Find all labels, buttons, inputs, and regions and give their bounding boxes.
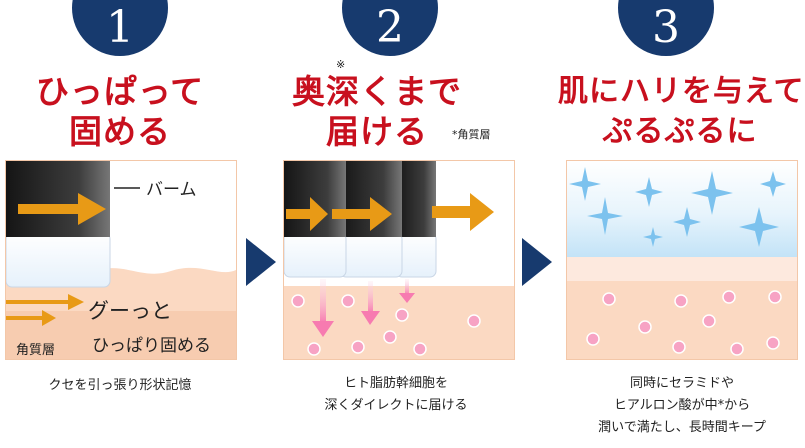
- step-2-caption: ヒト脂肪幹細胞を 深くダイレクトに届ける: [324, 376, 468, 413]
- chevron-right-icon: [522, 238, 552, 286]
- step-2-illustration: [283, 160, 515, 360]
- step-1-illustration: バーム グーっと ひっぱり固める 角質層: [5, 160, 237, 360]
- right-arrow-icon: [332, 197, 392, 231]
- step-number-badge-3: 3: [618, 0, 714, 56]
- sparkle-icon: [569, 167, 786, 247]
- step-1-headline: ひっぱって 固める: [35, 72, 205, 151]
- chevron-right-icon: [246, 238, 276, 286]
- right-arrow-icon: [6, 310, 56, 326]
- step-1-caption: クセを引っ張り形状記憶: [48, 378, 192, 393]
- skin-diagram: [6, 161, 236, 359]
- footnote: *角質層: [452, 128, 491, 141]
- step-2-headline: 奥深くまで 届ける: [292, 72, 462, 151]
- right-arrow-icon: [6, 294, 84, 310]
- step-number-badge-1: 1: [72, 0, 168, 56]
- right-arrow-icon: [18, 193, 106, 225]
- down-arrow-icon: [312, 279, 415, 337]
- step-number-badge-2: 2: [342, 0, 438, 56]
- step-3-headline: 肌にハリを与えて ぷるぷるに: [558, 74, 805, 149]
- right-arrow-icon: [286, 197, 328, 231]
- skin-diagram: [567, 161, 797, 359]
- stratum-corneum-label: 角質層: [16, 343, 56, 358]
- pull-label-line1: グーっと: [88, 299, 172, 323]
- skin-diagram: [284, 161, 514, 359]
- step-3-illustration: [566, 160, 798, 360]
- right-arrow-icon: [432, 193, 494, 231]
- balm-label: バーム: [146, 180, 197, 200]
- reference-mark: ※: [336, 58, 346, 71]
- step-3-caption: 同時にセラミドや ヒアルロン酸が中*から 潤いで満たし、長時間キープ: [598, 376, 766, 435]
- pull-label-line2: ひっぱり固める: [92, 336, 211, 356]
